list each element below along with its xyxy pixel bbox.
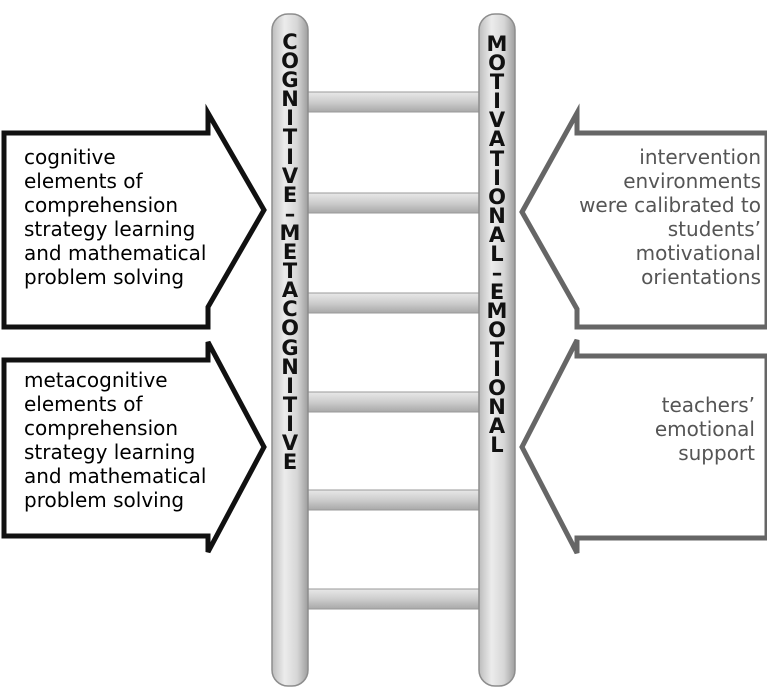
ladder-rung: [305, 91, 483, 113]
box-text-line: environments: [623, 169, 761, 193]
rail-letter: I: [286, 411, 294, 436]
rail-letter: M: [279, 220, 301, 245]
rail-letter: G: [281, 68, 299, 93]
rail-letter: M: [486, 299, 508, 324]
rail-letter: I: [286, 144, 294, 169]
box-text-line: cognitive: [24, 145, 116, 169]
ladder-rung: [305, 489, 483, 511]
ladder-rung: [305, 192, 483, 214]
rail-letter: N: [281, 87, 299, 112]
rail-letter: N: [488, 203, 506, 228]
rail-letter: G: [281, 335, 299, 360]
rail-letter: V: [281, 430, 299, 455]
rail-letter: T: [282, 392, 298, 417]
rail-letter: T: [282, 259, 298, 284]
box-text-line: support: [678, 441, 755, 465]
ladder-rung: [305, 391, 483, 413]
box-text-line: comprehension: [24, 193, 179, 217]
rail-letter: A: [281, 278, 299, 303]
box-text-line: teachers’: [661, 393, 755, 417]
ladder-rung: [305, 292, 483, 314]
box-text-line: strategy learning: [24, 217, 196, 241]
rail-letter: E: [282, 182, 298, 207]
rail-letter: E: [282, 240, 298, 265]
rail-letter: E: [282, 450, 298, 475]
rail-letter: L: [490, 242, 504, 267]
box-text-line: problem solving: [24, 488, 185, 512]
rail-letter: O: [488, 375, 506, 400]
rail-letter: T: [489, 337, 505, 362]
box-text-line: strategy learning: [24, 440, 196, 464]
right-top-arrow-box: [519, 103, 767, 330]
left-rail: [271, 13, 309, 687]
box-text-line: were calibrated to: [579, 193, 761, 217]
rail-letter: N: [281, 354, 299, 379]
rail-letter: O: [281, 49, 299, 74]
ladder-rung: [305, 588, 483, 610]
box-text-line: elements of: [24, 169, 143, 193]
rail-letter: A: [488, 127, 506, 152]
rail-letter: –: [284, 201, 296, 226]
rail-letter: O: [488, 318, 506, 343]
box-text-line: problem solving: [24, 265, 185, 289]
rail-letter: A: [488, 222, 506, 247]
rail-letter: A: [488, 413, 506, 438]
rail-letter: O: [281, 316, 299, 341]
rail-letter: O: [488, 51, 506, 76]
box-text-line: and mathematical: [24, 464, 207, 488]
rail-letter: I: [493, 356, 501, 381]
rail-letter: C: [282, 297, 298, 322]
right-bottom-arrow-box: [519, 338, 767, 555]
box-text-line: intervention: [639, 145, 761, 169]
rail-letter: M: [486, 32, 508, 56]
rail-letter: C: [282, 30, 298, 54]
rail-letter: V: [281, 163, 299, 188]
rail-letter: T: [489, 70, 505, 95]
box-text-line: elements of: [24, 392, 143, 416]
box-text-line: comprehension: [24, 416, 179, 440]
box-text-line: metacognitive: [24, 368, 168, 392]
box-text-line: motivational: [635, 241, 761, 265]
rail-letter: L: [490, 432, 504, 457]
rail-letter: N: [488, 394, 506, 419]
rail-letter: E: [489, 280, 505, 305]
rail-letter: I: [286, 373, 294, 398]
rail-letter: V: [488, 108, 506, 133]
rail-letter: I: [493, 89, 501, 114]
rail-letter: –: [491, 261, 503, 286]
box-text-line: orientations: [641, 265, 761, 289]
rail-letter: I: [286, 106, 294, 131]
ladder-rungs: [305, 91, 483, 610]
rail-letter: T: [282, 125, 298, 150]
left-top-arrow-box: [1, 103, 267, 330]
box-text-line: and mathematical: [24, 241, 207, 265]
rail-letter: I: [493, 165, 501, 190]
left-bottom-arrow-box: [1, 340, 267, 554]
rail-letter: T: [489, 146, 505, 171]
rail-letter: O: [488, 184, 506, 209]
box-text-line: students’: [667, 217, 761, 241]
right-rail: [478, 13, 516, 687]
box-text-line: emotional: [654, 417, 755, 441]
